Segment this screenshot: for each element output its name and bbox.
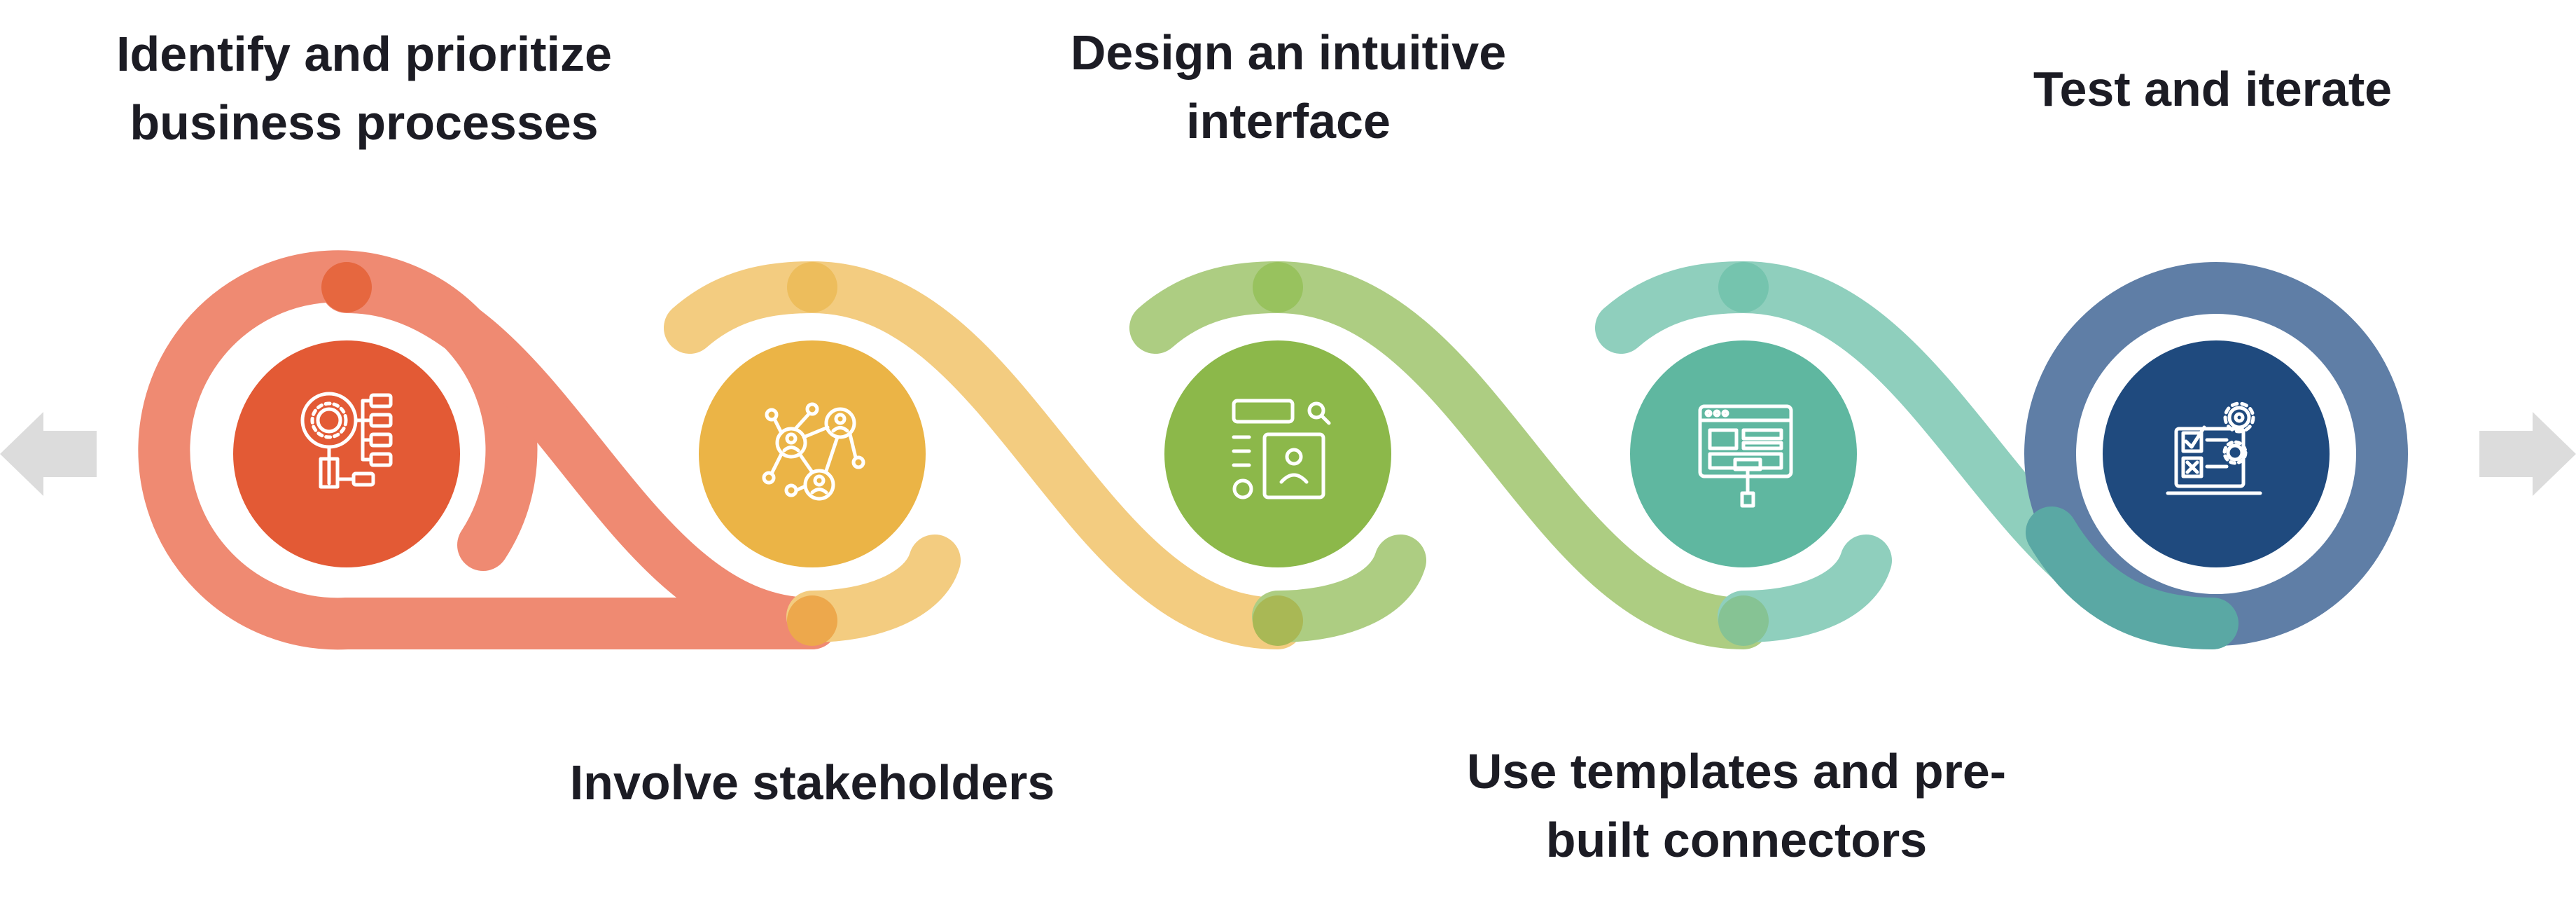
- test-checklist-gears-icon: [2166, 401, 2262, 495]
- template-browser-icon: [1698, 404, 1793, 508]
- interface-layout-icon: [1232, 399, 1331, 499]
- ribbon-joint-3-bottom: [1253, 595, 1303, 646]
- step-5-label: Test and iterate: [2033, 62, 2393, 116]
- ribbon-joint-3-top: [1253, 262, 1303, 312]
- step-2-circle: [699, 340, 926, 567]
- ribbon-joint-1-top: [321, 262, 372, 312]
- step-2-label: Involve stakeholders: [569, 755, 1055, 810]
- step-1-label: Identify and prioritize business process…: [116, 27, 612, 150]
- step-4-label: Use templates and pre- built connectors: [1466, 744, 2007, 867]
- stakeholder-network-icon: [762, 402, 865, 501]
- left-arrow-icon[interactable]: [0, 412, 97, 496]
- ribbon-step-5-overlap: [2026, 506, 2239, 649]
- ribbon-joint-2-top: [787, 262, 837, 312]
- right-arrow-icon[interactable]: [2479, 412, 2576, 496]
- ribbon-joint-4-top: [1718, 262, 1769, 312]
- process-flowchart-icon: [300, 392, 393, 489]
- ribbon-joint-2-bottom: [787, 595, 837, 646]
- step-3-circle: [1164, 340, 1391, 567]
- ribbon-step-1: [138, 250, 838, 650]
- step-1-circle: [233, 340, 460, 567]
- step-3-label: Design an intuitive interface: [1070, 25, 1507, 149]
- ribbon-joint-4-bottom: [1718, 595, 1769, 646]
- step-5-circle: [2103, 340, 2330, 567]
